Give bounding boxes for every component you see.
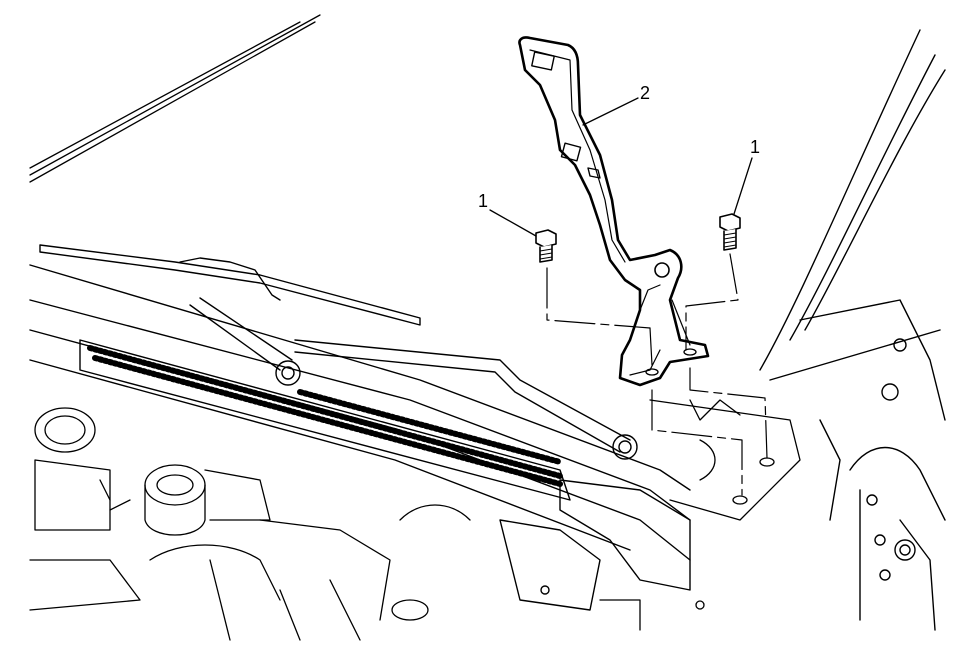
bolt-right [719, 213, 741, 251]
callout-hinge-bracket: 2 [640, 83, 650, 103]
fender-panel [759, 29, 946, 631]
callout-bolt-left: 1 [478, 191, 488, 211]
wiper-blade [39, 244, 421, 371]
mounting-surface [649, 399, 801, 521]
callout-leaders [489, 97, 753, 237]
engine-bay [29, 407, 705, 641]
hood-hinge-bracket [518, 36, 710, 387]
hood-edge [29, 14, 321, 183]
callout-bolt-right: 1 [750, 137, 760, 157]
install-lines [546, 253, 768, 496]
bolt-left [535, 229, 557, 263]
wiper-cowl [29, 264, 691, 611]
